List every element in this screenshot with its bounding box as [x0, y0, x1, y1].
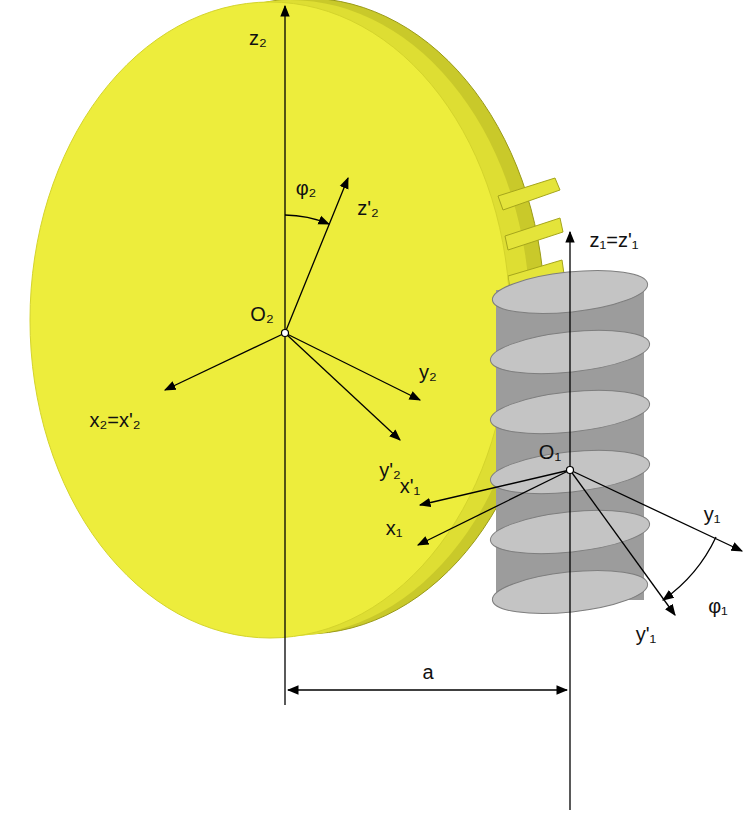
- axis-label: z'₂: [357, 198, 379, 218]
- axis-label: z₁=z'₁: [590, 230, 639, 250]
- axis-label: x₁: [386, 518, 403, 538]
- axis-label: y₂: [419, 362, 437, 382]
- coordinate-axes: [165, 6, 742, 810]
- origin-label: O₂: [250, 304, 273, 324]
- origin-points: [282, 330, 574, 474]
- axis-label: y₁: [704, 504, 721, 524]
- dimension-label: a: [422, 662, 433, 682]
- axis-label: y'₁: [636, 624, 657, 644]
- origin-label: O₁: [539, 442, 561, 462]
- axis-label: z₂: [249, 28, 267, 48]
- angle-label: φ₂: [296, 178, 317, 198]
- angle-label: φ₁: [708, 596, 728, 616]
- axis-label: x'₁: [400, 476, 421, 496]
- wheel-face: [30, 2, 510, 638]
- axis-label: x₂=x'₂: [89, 410, 140, 430]
- axis-label: y'₂: [379, 460, 401, 480]
